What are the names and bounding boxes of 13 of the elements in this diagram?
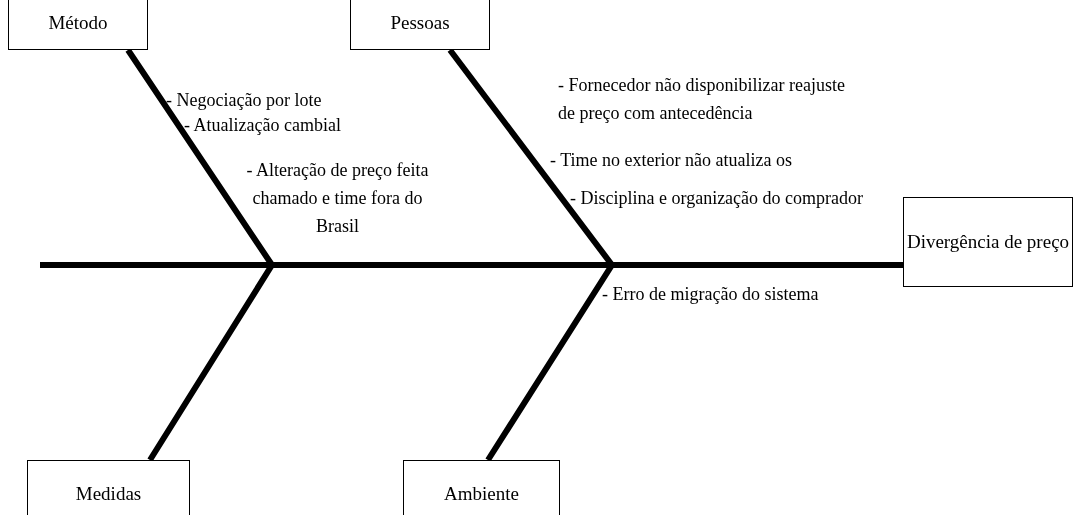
cause-text: - Disciplina e organização do comprador [570, 187, 865, 210]
cause-text: - Time no exterior não atualiza os [550, 149, 793, 172]
effect-box: Divergência de preço [903, 197, 1073, 287]
category-box: Ambiente [403, 460, 560, 515]
category-box: Medidas [27, 460, 190, 515]
category-box: Pessoas [350, 0, 490, 50]
category-box: Método [8, 0, 148, 50]
cause-text: - Erro de migração do sistema [602, 283, 820, 306]
cause-text: - Atualização cambial [184, 114, 342, 137]
cause-text: - Fornecedor não disponibilizar reajuste de preço com antecedência [558, 74, 846, 125]
bone-line [485, 262, 903, 462]
cause-text: - Alteração de preço feita chamado e time fora do Brasil [245, 159, 430, 238]
cause-text: - Negociação por lote [166, 89, 323, 112]
